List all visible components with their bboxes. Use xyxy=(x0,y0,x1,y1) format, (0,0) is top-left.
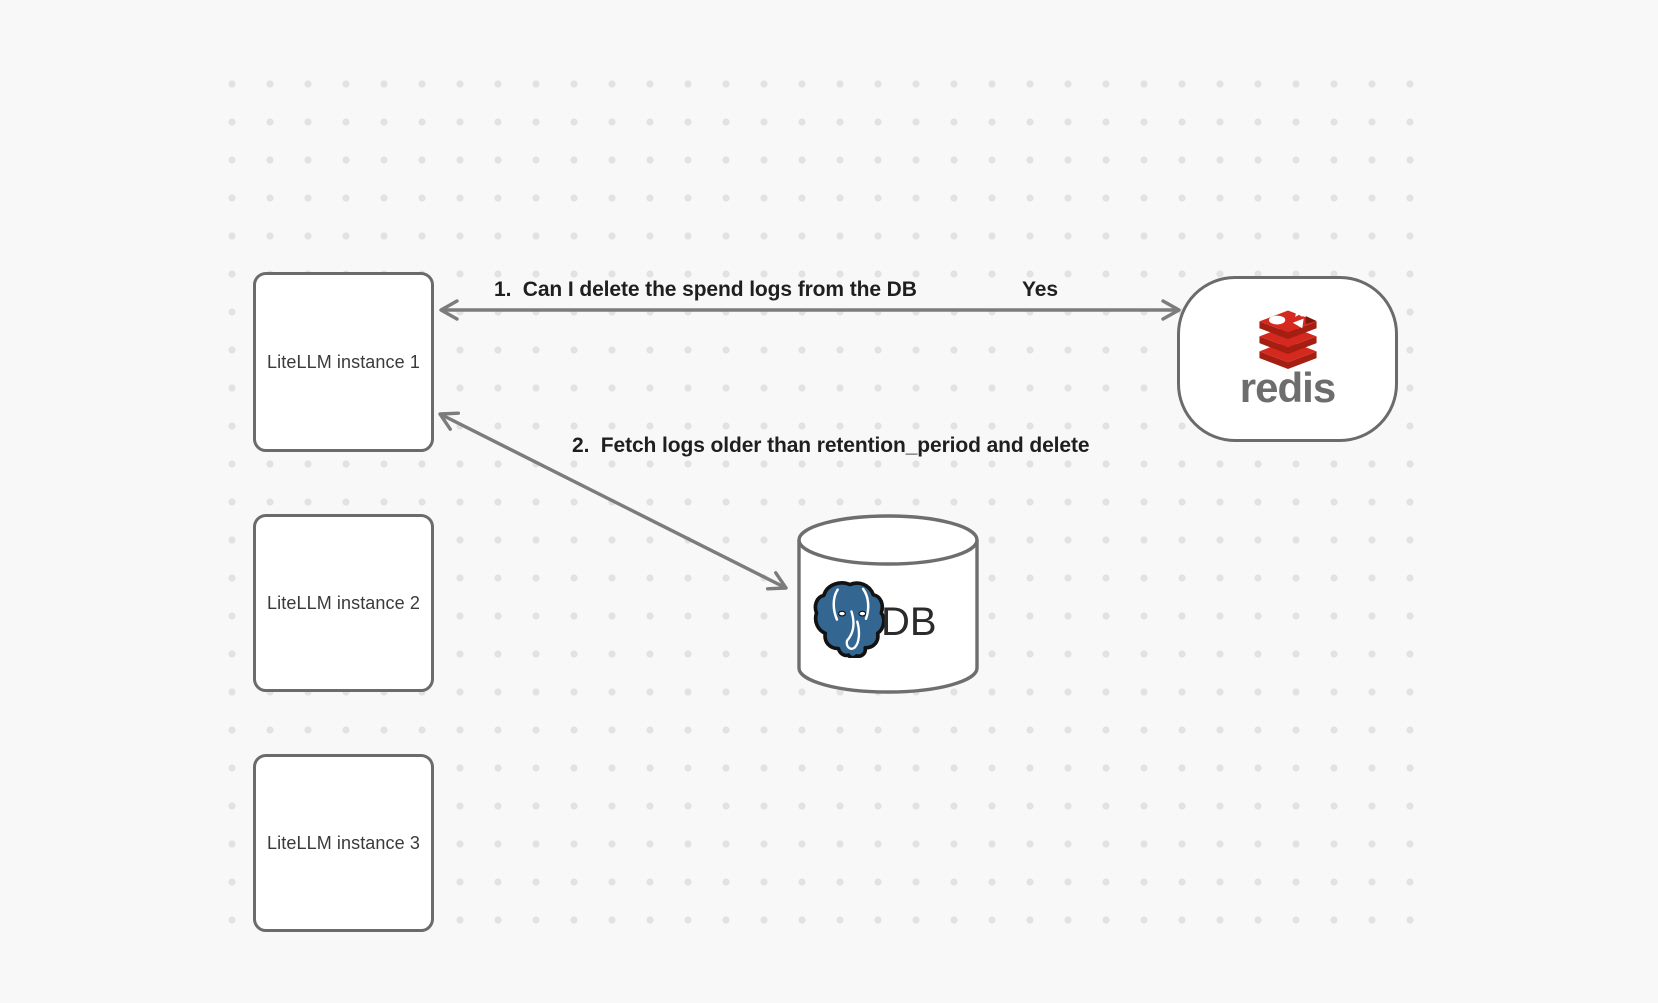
db-label: DB xyxy=(881,600,937,644)
node-redis[interactable]: redis xyxy=(1177,276,1398,442)
node-litellm-instance-1[interactable]: LiteLLM instance 1 xyxy=(253,272,434,452)
postgresql-icon xyxy=(813,581,886,658)
node-litellm-instance-2[interactable]: LiteLLM instance 2 xyxy=(253,514,434,692)
redis-logo-icon xyxy=(1258,305,1317,369)
edge-1-response-label: Yes xyxy=(1022,278,1058,301)
node-label: LiteLLM instance 2 xyxy=(267,592,420,613)
edge-1-label: 1. Can I delete the spend logs from the … xyxy=(494,278,917,301)
node-label: LiteLLM instance 3 xyxy=(267,832,420,853)
node-label: LiteLLM instance 1 xyxy=(267,351,420,372)
node-database[interactable]: DB xyxy=(795,512,981,698)
edge-2-label: 2. Fetch logs older than retention_perio… xyxy=(572,434,1090,457)
node-litellm-instance-3[interactable]: LiteLLM instance 3 xyxy=(253,754,434,932)
redis-wordmark: redis xyxy=(1239,364,1336,411)
